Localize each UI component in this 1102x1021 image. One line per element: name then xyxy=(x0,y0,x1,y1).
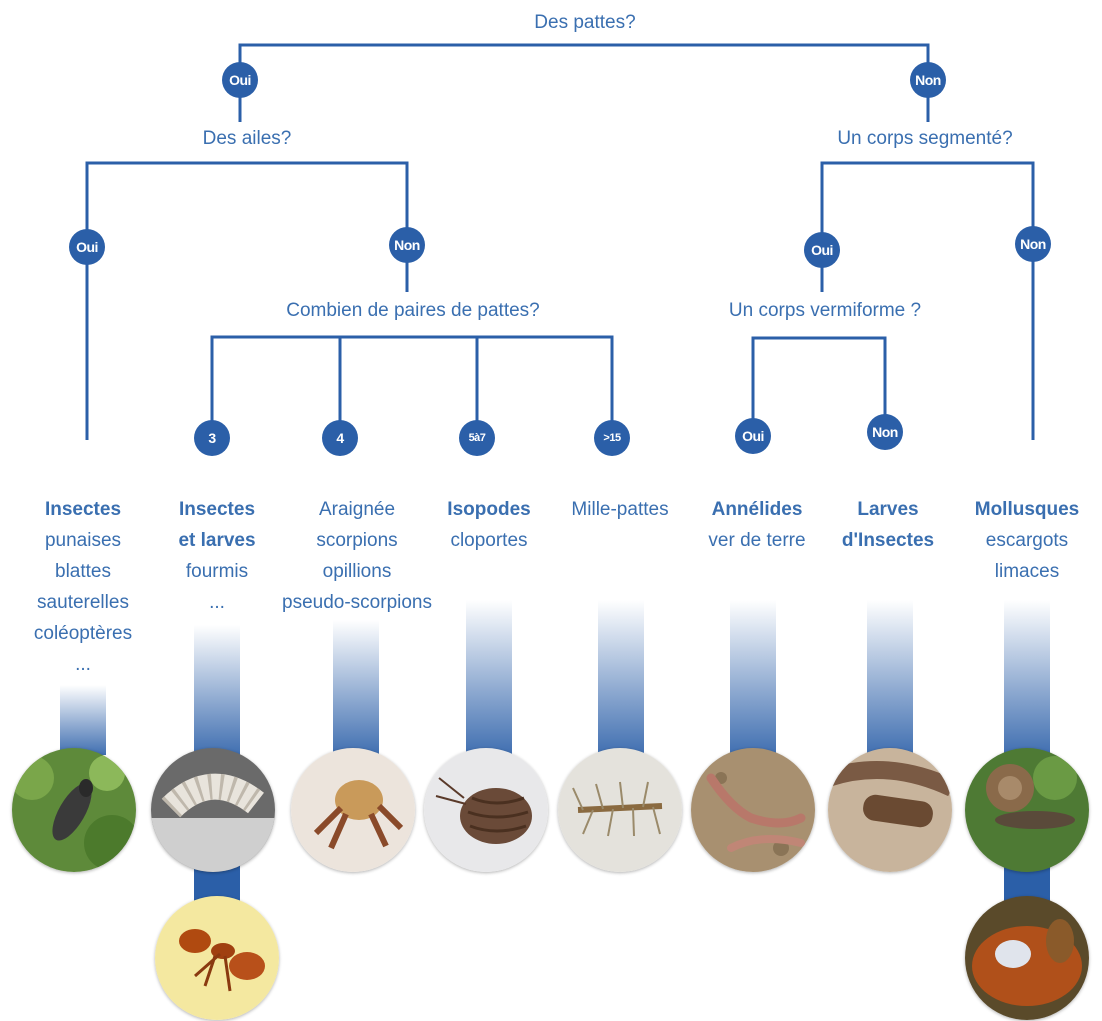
connector-bar xyxy=(867,600,913,755)
node-segmented-no: Non xyxy=(1015,226,1051,262)
group-item: ... xyxy=(178,587,255,618)
beetle-photo xyxy=(12,748,136,872)
node-pairs-4: 4 xyxy=(322,420,358,456)
larva-photo xyxy=(151,748,275,872)
group-title: Insectes xyxy=(34,494,132,525)
group-item: punaises xyxy=(34,525,132,556)
group-molluscs: Mollusques escargots limaces xyxy=(975,494,1080,587)
earthworm-photo xyxy=(691,748,815,872)
node-pairs-over-15: >15 xyxy=(594,420,630,456)
group-title: Isopodes xyxy=(447,494,530,525)
group-millipedes: Mille-pattes xyxy=(571,494,668,525)
group-insects-larvae: Insectes et larves fourmis ... xyxy=(178,494,255,618)
group-item: cloportes xyxy=(447,525,530,556)
connector-bar xyxy=(730,600,776,755)
connector-bar xyxy=(1004,600,1050,755)
node-vermiform-no: Non xyxy=(867,414,903,450)
node-legs-yes: Oui xyxy=(222,62,258,98)
group-item: coléoptères xyxy=(34,618,132,649)
slug-photo xyxy=(965,896,1089,1020)
group-isopods: Isopodes cloportes xyxy=(447,494,530,556)
node-pairs-3: 3 xyxy=(194,420,230,456)
group-item: blattes xyxy=(34,556,132,587)
node-vermiform-yes: Oui xyxy=(735,418,771,454)
group-item: pseudo-scorpions xyxy=(282,587,432,618)
group-title: Annélides xyxy=(708,494,805,525)
group-title: Insectes xyxy=(178,494,255,525)
centipede-photo xyxy=(558,748,682,872)
group-item: opillions xyxy=(282,556,432,587)
connector-bar xyxy=(60,685,106,755)
group-item: sauterelles xyxy=(34,587,132,618)
ant-photo xyxy=(155,896,279,1020)
group-item: Araignée xyxy=(282,494,432,525)
group-annelids: Annélides ver de terre xyxy=(708,494,805,556)
question-vermiform-body: Un corps vermiforme ? xyxy=(729,300,921,322)
group-title: Larves xyxy=(842,494,934,525)
group-arachnids: Araignée scorpions opillions pseudo-scor… xyxy=(282,494,432,618)
node-legs-no: Non xyxy=(910,62,946,98)
group-title: Mollusques xyxy=(975,494,1080,525)
group-item: scorpions xyxy=(282,525,432,556)
group-item: limaces xyxy=(975,556,1080,587)
question-leg-pairs: Combien de paires de pattes? xyxy=(286,300,540,322)
node-segmented-yes: Oui xyxy=(804,232,840,268)
insect-larva-photo xyxy=(828,748,952,872)
question-segmented-body: Un corps segmenté? xyxy=(837,128,1012,150)
group-title-line2: et larves xyxy=(178,525,255,556)
question-legs: Des pattes? xyxy=(534,12,635,34)
woodlouse-photo xyxy=(424,748,548,872)
connector-bar xyxy=(466,600,512,755)
group-item: Mille-pattes xyxy=(571,494,668,525)
connector-bar xyxy=(598,600,644,755)
group-item: fourmis xyxy=(178,556,255,587)
group-item: ... xyxy=(34,649,132,680)
group-item: escargots xyxy=(975,525,1080,556)
connector-bar xyxy=(333,620,379,755)
group-item: ver de terre xyxy=(708,525,805,556)
group-title-line2: d'Insectes xyxy=(842,525,934,556)
node-wings-no: Non xyxy=(389,227,425,263)
connector-bar xyxy=(194,625,240,755)
group-insects: Insectes punaises blattes sauterelles co… xyxy=(34,494,132,680)
snail-photo xyxy=(965,748,1089,872)
question-wings: Des ailes? xyxy=(203,128,292,150)
node-pairs-5-7: 5à7 xyxy=(459,420,495,456)
group-insect-larvae: Larves d'Insectes xyxy=(842,494,934,556)
node-wings-yes: Oui xyxy=(69,229,105,265)
pseudoscorpion-photo xyxy=(291,748,415,872)
